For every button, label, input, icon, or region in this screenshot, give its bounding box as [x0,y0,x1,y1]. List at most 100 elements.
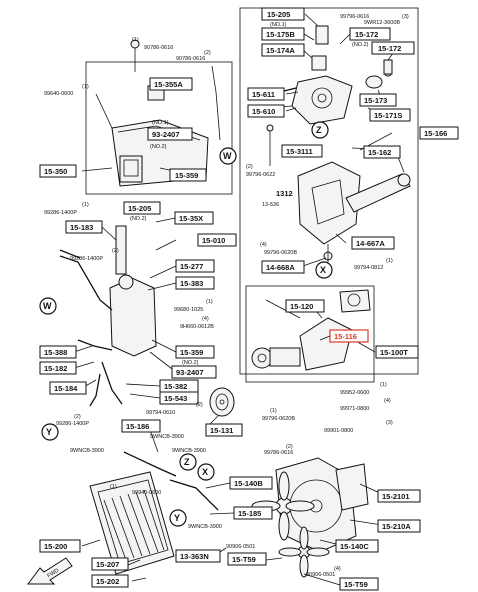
callout-y-left[interactable]: Y [41,423,59,441]
engine-block-pump-body [297,147,411,262]
svg-text:W: W [43,301,52,311]
ref-15-182[interactable]: 15-182 [39,361,77,375]
ref-15-383[interactable]: 15-383 [175,276,215,290]
svg-text:99796-0622: 99796-0622 [246,172,275,178]
ref-15-210a[interactable]: 15-210A [377,519,421,533]
callout-w-left[interactable]: W [39,297,57,315]
svg-text:(2): (2) [204,50,211,56]
svg-text:90906-0501: 90906-0501 [306,572,335,578]
ref-93-2407-a[interactable]: 93-2407 [147,127,193,141]
ref-15-100t[interactable]: 15-100T [375,345,419,359]
ref-15-277[interactable]: 15-277 [175,259,215,273]
ref-15-184[interactable]: 15-184 [49,381,87,395]
ref-15-35x[interactable]: 15-35X [174,211,214,225]
callout-x-bottom[interactable]: X [197,463,215,481]
ref-15-3111[interactable]: 15-3111 [281,144,323,158]
radiator [89,451,219,575]
svg-text:(NO.2): (NO.2) [182,360,199,366]
ref-15-174a[interactable]: 15-174A [261,43,305,57]
ref-15-162[interactable]: 15-162 [363,145,401,159]
svg-text:15-184: 15-184 [54,384,78,393]
ref-15-172-b[interactable]: 15-172 [371,41,415,55]
svg-text:99286-1400P: 99286-1400P [56,421,89,427]
ref-15-200[interactable]: 15-200 [39,539,81,553]
ref-15-116-highlighted[interactable]: 15-116 [329,329,369,343]
svg-text:(NO.2): (NO.2) [352,42,369,48]
svg-text:15-185: 15-185 [238,509,261,518]
ref-15-t59-a[interactable]: 15-T59 [227,552,267,566]
svg-text:(2): (2) [74,414,81,420]
svg-text:15-382: 15-382 [164,382,187,391]
ref-15-120[interactable]: 15-120 [285,299,325,313]
svg-text:1312: 1312 [276,189,293,198]
ref-15-359-b[interactable]: 15-359 [175,345,215,359]
ref-15-140c[interactable]: 15-140C [335,539,379,553]
ref-13-363n[interactable]: 13-363N [175,549,221,563]
svg-text:15-174A: 15-174A [266,46,295,55]
svg-text:15-277: 15-277 [180,262,203,271]
ref-15-350[interactable]: 15-350 [39,164,77,178]
ref-15-166-a[interactable]: 15-166 [419,126,459,140]
ref-15-382[interactable]: 15-382 [159,379,199,393]
ref-15-183[interactable]: 15-183 [65,220,103,234]
svg-text:99796-0620B: 99796-0620B [264,250,297,256]
ref-15-355a[interactable]: 15-355A [149,77,193,91]
svg-text:99680-1025: 99680-1025 [174,307,203,313]
svg-text:9WNCB-3900: 9WNCB-3900 [150,434,184,440]
svg-text:99640-0600: 99640-0600 [44,91,73,97]
svg-text:99901-0800: 99901-0800 [324,428,353,434]
svg-text:99796-0616: 99796-0616 [340,14,369,20]
svg-text:(1): (1) [132,37,139,43]
svg-text:(NO.2): (NO.2) [130,216,147,222]
svg-text:15-172: 15-172 [378,44,401,53]
callout-w-top[interactable]: W [219,147,237,165]
svg-text:(4): (4) [260,242,267,248]
ref-15-207[interactable]: 15-207 [91,557,129,571]
ref-15-140b[interactable]: 15-140B [229,476,273,490]
ref-15-205-mid[interactable]: 15-205 [123,201,161,215]
ref-15-186[interactable]: 15-186 [121,419,161,433]
ref-15-171s[interactable]: 15-171S [369,108,411,122]
svg-text:(1): (1) [82,84,89,90]
ref-15-388[interactable]: 15-388 [39,345,77,359]
ref-15-543[interactable]: 15-543 [159,391,199,405]
ref-14-668a[interactable]: 14-668A [261,260,305,274]
svg-text:(NO.1): (NO.1) [270,22,287,28]
svg-text:15-172: 15-172 [355,30,378,39]
svg-text:Z: Z [184,457,190,467]
ref-15-202[interactable]: 15-202 [91,574,129,588]
svg-text:15-205: 15-205 [267,10,290,19]
svg-text:(2): (2) [286,444,293,450]
ref-15-175b[interactable]: 15-175B [261,27,305,41]
svg-text:15-186: 15-186 [126,422,149,431]
ref-15-359-a[interactable]: 15-359 [169,168,207,182]
ref-15-205-top[interactable]: 15-205 [261,7,305,21]
ref-15-611[interactable]: 15-611 [247,87,285,101]
svg-text:15-166: 15-166 [424,129,447,138]
ref-15-610[interactable]: 15-610 [247,104,285,118]
ref-15-173[interactable]: 15-173 [359,93,397,107]
ref-15-t59-b[interactable]: 15-T59 [339,577,379,591]
callout-y-bottom[interactable]: Y [169,509,187,527]
svg-text:(1): (1) [206,299,213,305]
callout-x-top[interactable]: X [315,261,333,279]
svg-text:(4): (4) [334,566,341,572]
svg-text:Y: Y [174,513,180,523]
callout-z-top[interactable]: Z [311,121,329,139]
ref-15-185[interactable]: 15-185 [233,506,273,520]
svg-text:99794-0610: 99794-0610 [146,410,175,416]
callout-z-bottom[interactable]: Z [179,453,197,471]
ref-15-010[interactable]: 15-010 [197,233,237,247]
expansion-tank [59,225,157,407]
svg-text:15-T59: 15-T59 [232,555,256,564]
ref-15-172-a[interactable]: 15-172 [349,27,391,41]
ref-15-131[interactable]: 15-131 [205,423,243,437]
svg-text:90786-0616: 90786-0616 [144,45,173,51]
ref-93-2407-b[interactable]: 93-2407 [171,365,217,379]
forward-arrow-icon: FWD [27,557,73,585]
svg-text:15-200: 15-200 [44,542,67,551]
svg-text:(1): (1) [386,258,393,264]
ref-15-2101[interactable]: 15-2101 [377,489,421,503]
ref-14-667a[interactable]: 14-667A [351,236,395,250]
